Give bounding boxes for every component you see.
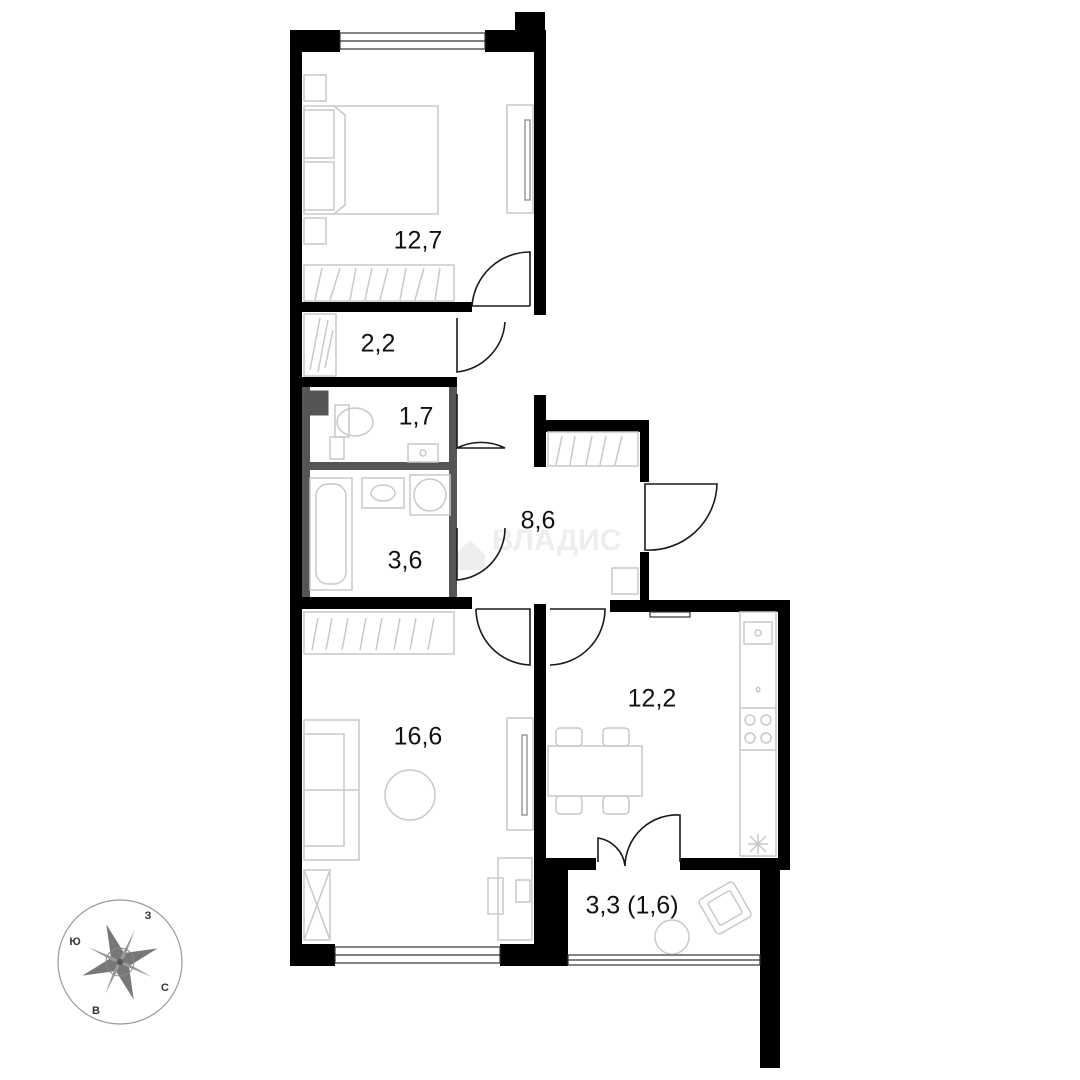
bed [303, 105, 439, 215]
compass-west: З [145, 910, 152, 922]
doors [456, 251, 718, 867]
tv-stand [506, 717, 534, 831]
compass-rose-icon [82, 924, 158, 1000]
bathroom-door [456, 527, 506, 581]
compass-east: В [92, 1005, 100, 1017]
balcony-chair [698, 881, 752, 935]
kitchen-sink [743, 621, 773, 645]
room-labels: 12,7 2,2 1,7 3,6 8,6 16,6 12,2 3,3 (1,6) [361, 227, 679, 920]
compass-ring [57, 899, 183, 1025]
coffee-table [384, 769, 436, 821]
bathroom-sink [361, 477, 405, 509]
desk [497, 857, 533, 941]
wc-sink [407, 443, 439, 463]
bedroom-wardrobe [303, 264, 455, 302]
stove [739, 707, 777, 751]
compass-south: Ю [69, 936, 80, 948]
living-room-door [475, 608, 531, 666]
balcony-area: 3,3 (1,6) [585, 892, 678, 920]
living-room-area: 16,6 [394, 723, 443, 751]
windows [334, 32, 761, 966]
wc-area: 1,7 [399, 403, 434, 431]
living-wardrobe [303, 611, 455, 655]
hall-area: 8,6 [521, 507, 556, 535]
bedroom-area: 12,7 [394, 227, 443, 255]
washing-machine [413, 478, 447, 512]
kitchen-door [549, 608, 606, 666]
kitchen-area: 12,2 [628, 685, 677, 713]
outer-walls [290, 12, 790, 1068]
entrance-door [644, 483, 718, 551]
watermark-text: ВЛАДИС [492, 524, 621, 557]
partitions [302, 302, 472, 609]
closet-door [456, 318, 506, 373]
balcony-table [654, 919, 690, 955]
hall-wardrobe [547, 431, 639, 467]
furniture [303, 74, 777, 955]
toilet [336, 407, 374, 437]
kitchen-counter [739, 611, 777, 857]
compass-north: С [161, 982, 169, 994]
balcony-door [597, 814, 681, 867]
watermark: ВЛАДИС [455, 524, 621, 570]
watermark-house-icon [455, 540, 485, 570]
dining-table [547, 745, 643, 797]
bathtub [309, 477, 353, 591]
bedroom-door [471, 251, 531, 307]
side-shelf [303, 869, 331, 941]
wc-door [456, 394, 506, 450]
closet-shelf [303, 313, 337, 377]
hall-cabinet [611, 567, 639, 595]
compass: З Ю С В [57, 899, 183, 1025]
fridge-icon [748, 834, 768, 854]
kitchen-vent [649, 611, 691, 618]
bathroom-area: 3,6 [388, 547, 423, 575]
closet-area: 2,2 [361, 330, 396, 358]
bedroom-tv-stand [506, 104, 534, 214]
